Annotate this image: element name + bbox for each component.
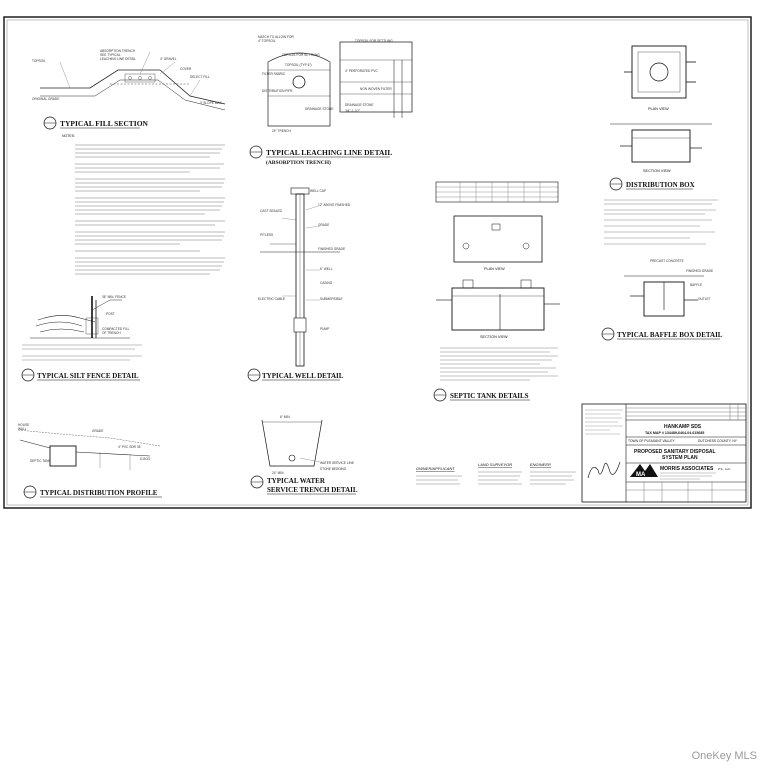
svg-text:SUBMERSIBLE: SUBMERSIBLE [320,297,343,301]
septic-section-view-label: SECTION VIEW [480,335,508,339]
svg-text:3' SLOPE MAX: 3' SLOPE MAX [200,101,223,105]
svg-text:OUTLET: OUTLET [698,297,711,301]
fill-section-title: TYPICAL FILL SECTION [60,119,149,128]
distribution-box-detail: PLAN VIEW SECTION VIEW DISTRIBUTION BOX [604,45,718,245]
svg-text:LEACHING LINE DETAIL: LEACHING LINE DETAIL [100,57,136,61]
svg-text:MATCH TO ALLOW FOR: MATCH TO ALLOW FOR [258,35,294,39]
svg-text:POST: POST [106,312,115,316]
water-service-title-2: SERVICE TRENCH DETAIL [267,486,358,494]
firm-name-suffix: P.S., LLC [718,467,731,471]
svg-text:4" TOPSOIL: 4" TOPSOIL [258,39,276,43]
svg-text:12" ABOVE FINISHED: 12" ABOVE FINISHED [318,203,351,207]
svg-text:DRAINAGE STONE: DRAINAGE STONE [345,103,373,107]
fill-notes-label: NOTES: [62,134,75,138]
water-service-title-1: TYPICAL WATER [267,477,326,485]
septic-tank-detail: PLAN VIEW SECTION VIEW SEPTIC TANK DETAI… [433,181,560,402]
svg-text:TOPSOIL (TYP 6"): TOPSOIL (TYP 6") [285,63,312,67]
svg-text:PUMP: PUMP [320,327,329,331]
svg-text:TOPSOIL: TOPSOIL [32,59,46,63]
project-name: HANKAMP SDS [664,424,702,430]
svg-text:GRADE: GRADE [318,223,329,227]
svg-text:4" GRAVEL: 4" GRAVEL [160,57,177,61]
svg-text:PRECAST CONCRETE: PRECAST CONCRETE [650,259,684,263]
svg-text:HOUSE: HOUSE [18,423,29,427]
firm-logo-text: MA [636,472,646,478]
baffle-box-title: TYPICAL BAFFLE BOX DETAIL [617,331,723,339]
tax-map-number: TAX MAP # 134489-6464-04-615685 [645,431,704,435]
svg-text:ELECTRIC CABLE: ELECTRIC CABLE [258,297,285,301]
svg-text:CAST SEALED: CAST SEALED [260,209,283,213]
county-name: DUTCHESS COUNTY, NY [698,439,738,443]
svg-text:BAFFLE: BAFFLE [690,283,702,287]
owner-applicant-label: OWNER/APPLICANT [416,466,455,471]
sheet-inner-border [6,19,749,506]
water-service-trench-detail: 6" MIN. WATER SERVICE LINE STONE BEDDING 2… [250,415,358,495]
svg-text:PITLESS: PITLESS [260,233,273,237]
svg-text:TOPSOIL FOR SETTLING: TOPSOIL FOR SETTLING [282,53,320,57]
septic-tank-title: SEPTIC TANK DETAILS [450,392,529,400]
svg-text:NON WOVEN FILTER: NON WOVEN FILTER [360,87,392,91]
dbox-plan-view-label: PLAN VIEW [648,107,669,111]
svg-text:4" PVC SDR 35: 4" PVC SDR 35 [118,445,141,449]
svg-text:6" MIN.: 6" MIN. [280,415,291,419]
firm-logo: MA [630,464,658,478]
septic-plan-view-label: PLAN VIEW [484,267,505,271]
svg-text:3/4"-1-1/2": 3/4"-1-1/2" [345,109,360,113]
svg-text:FILTER FABRIC: FILTER FABRIC [262,72,286,76]
svg-text:24" TRENCH: 24" TRENCH [272,129,291,133]
svg-text:OF TRENCH: OF TRENCH [102,331,121,335]
firm-name: MORRIS ASSOCIATES [660,466,714,472]
svg-text:ABSORPTION TRENCH: ABSORPTION TRENCH [100,49,136,53]
baffle-box-detail: PRECAST CONCRETE FINISHED GRADE BAFFLE OUT… [601,259,723,341]
svg-text:WELL CAP: WELL CAP [310,189,326,193]
title-block: HANKAMP SDS TAX MAP # 134489-6464-04-615… [581,403,747,503]
svg-text:TOPSOIL FOR SETTLING: TOPSOIL FOR SETTLING [355,39,393,43]
leaching-line-title: TYPICAL LEACHING LINE DETAIL [266,148,392,157]
svg-text:FINISHED GRADE: FINISHED GRADE [318,247,345,251]
engineer-signature [587,461,621,479]
svg-text:6" WELL: 6" WELL [320,267,333,271]
svg-text:COMPACTED FILL: COMPACTED FILL [102,327,130,331]
distribution-profile-title: TYPICAL DISTRIBUTION PROFILE [40,489,158,497]
svg-text:STONE BEDDING: STONE BEDDING [320,467,347,471]
leaching-line-subtitle: (ABSORPTION TRENCH) [266,159,331,166]
well-detail: WELL CAP 12" ABOVE FINISHED GRADE CAST SEA… [247,187,351,382]
watermark: OneKey MLS [691,750,757,762]
svg-text:FINISHED GRADE: FINISHED GRADE [686,269,713,273]
svg-text:CASING: CASING [320,281,333,285]
dbox-section-view-label: SECTION VIEW [643,169,671,173]
fill-notes-text [75,144,225,275]
svg-text:SELECT FILL: SELECT FILL [190,75,210,79]
svg-text:DISTRIBUTION PIPE: DISTRIBUTION PIPE [262,89,293,93]
plan-title-line-2: SYSTEM PLAN [662,455,698,461]
contacts-block: OWNER/APPLICANT LAND SURVEYOR ENGINEER [416,462,576,485]
svg-text:COVER: COVER [180,67,192,71]
svg-text:D-BOX: D-BOX [140,457,151,461]
svg-text:GRADE: GRADE [92,429,103,433]
svg-text:SEPTIC TANK: SEPTIC TANK [30,459,51,463]
plan-title-line-1: PROPOSED SANITARY DISPOSAL [634,449,716,455]
svg-text:4" PERFORATED PVC: 4" PERFORATED PVC [345,69,378,73]
svg-text:DRAINAGE STONE: DRAINAGE STONE [305,107,333,111]
svg-text:ORIGINAL GRADE: ORIGINAL GRADE [32,97,59,101]
engineer-label: ENGINEER [530,462,551,467]
town-name: TOWN OF PLEASANT VALLEY [628,439,676,443]
land-surveyor-label: LAND SURVEYOR [478,462,512,467]
distribution-box-title: DISTRIBUTION BOX [626,181,695,189]
silt-fence-title: TYPICAL SILT FENCE DETAIL [37,372,139,380]
svg-text:WATER SERVICE LINE: WATER SERVICE LINE [320,461,354,465]
well-title: TYPICAL WELL DETAIL [262,372,344,380]
svg-text:36" MIN. FENCE: 36" MIN. FENCE [102,295,126,299]
svg-text:24" MIN.: 24" MIN. [272,471,284,475]
svg-text:SEE TYPICAL: SEE TYPICAL [100,53,121,57]
svg-text:WALL: WALL [18,427,27,431]
